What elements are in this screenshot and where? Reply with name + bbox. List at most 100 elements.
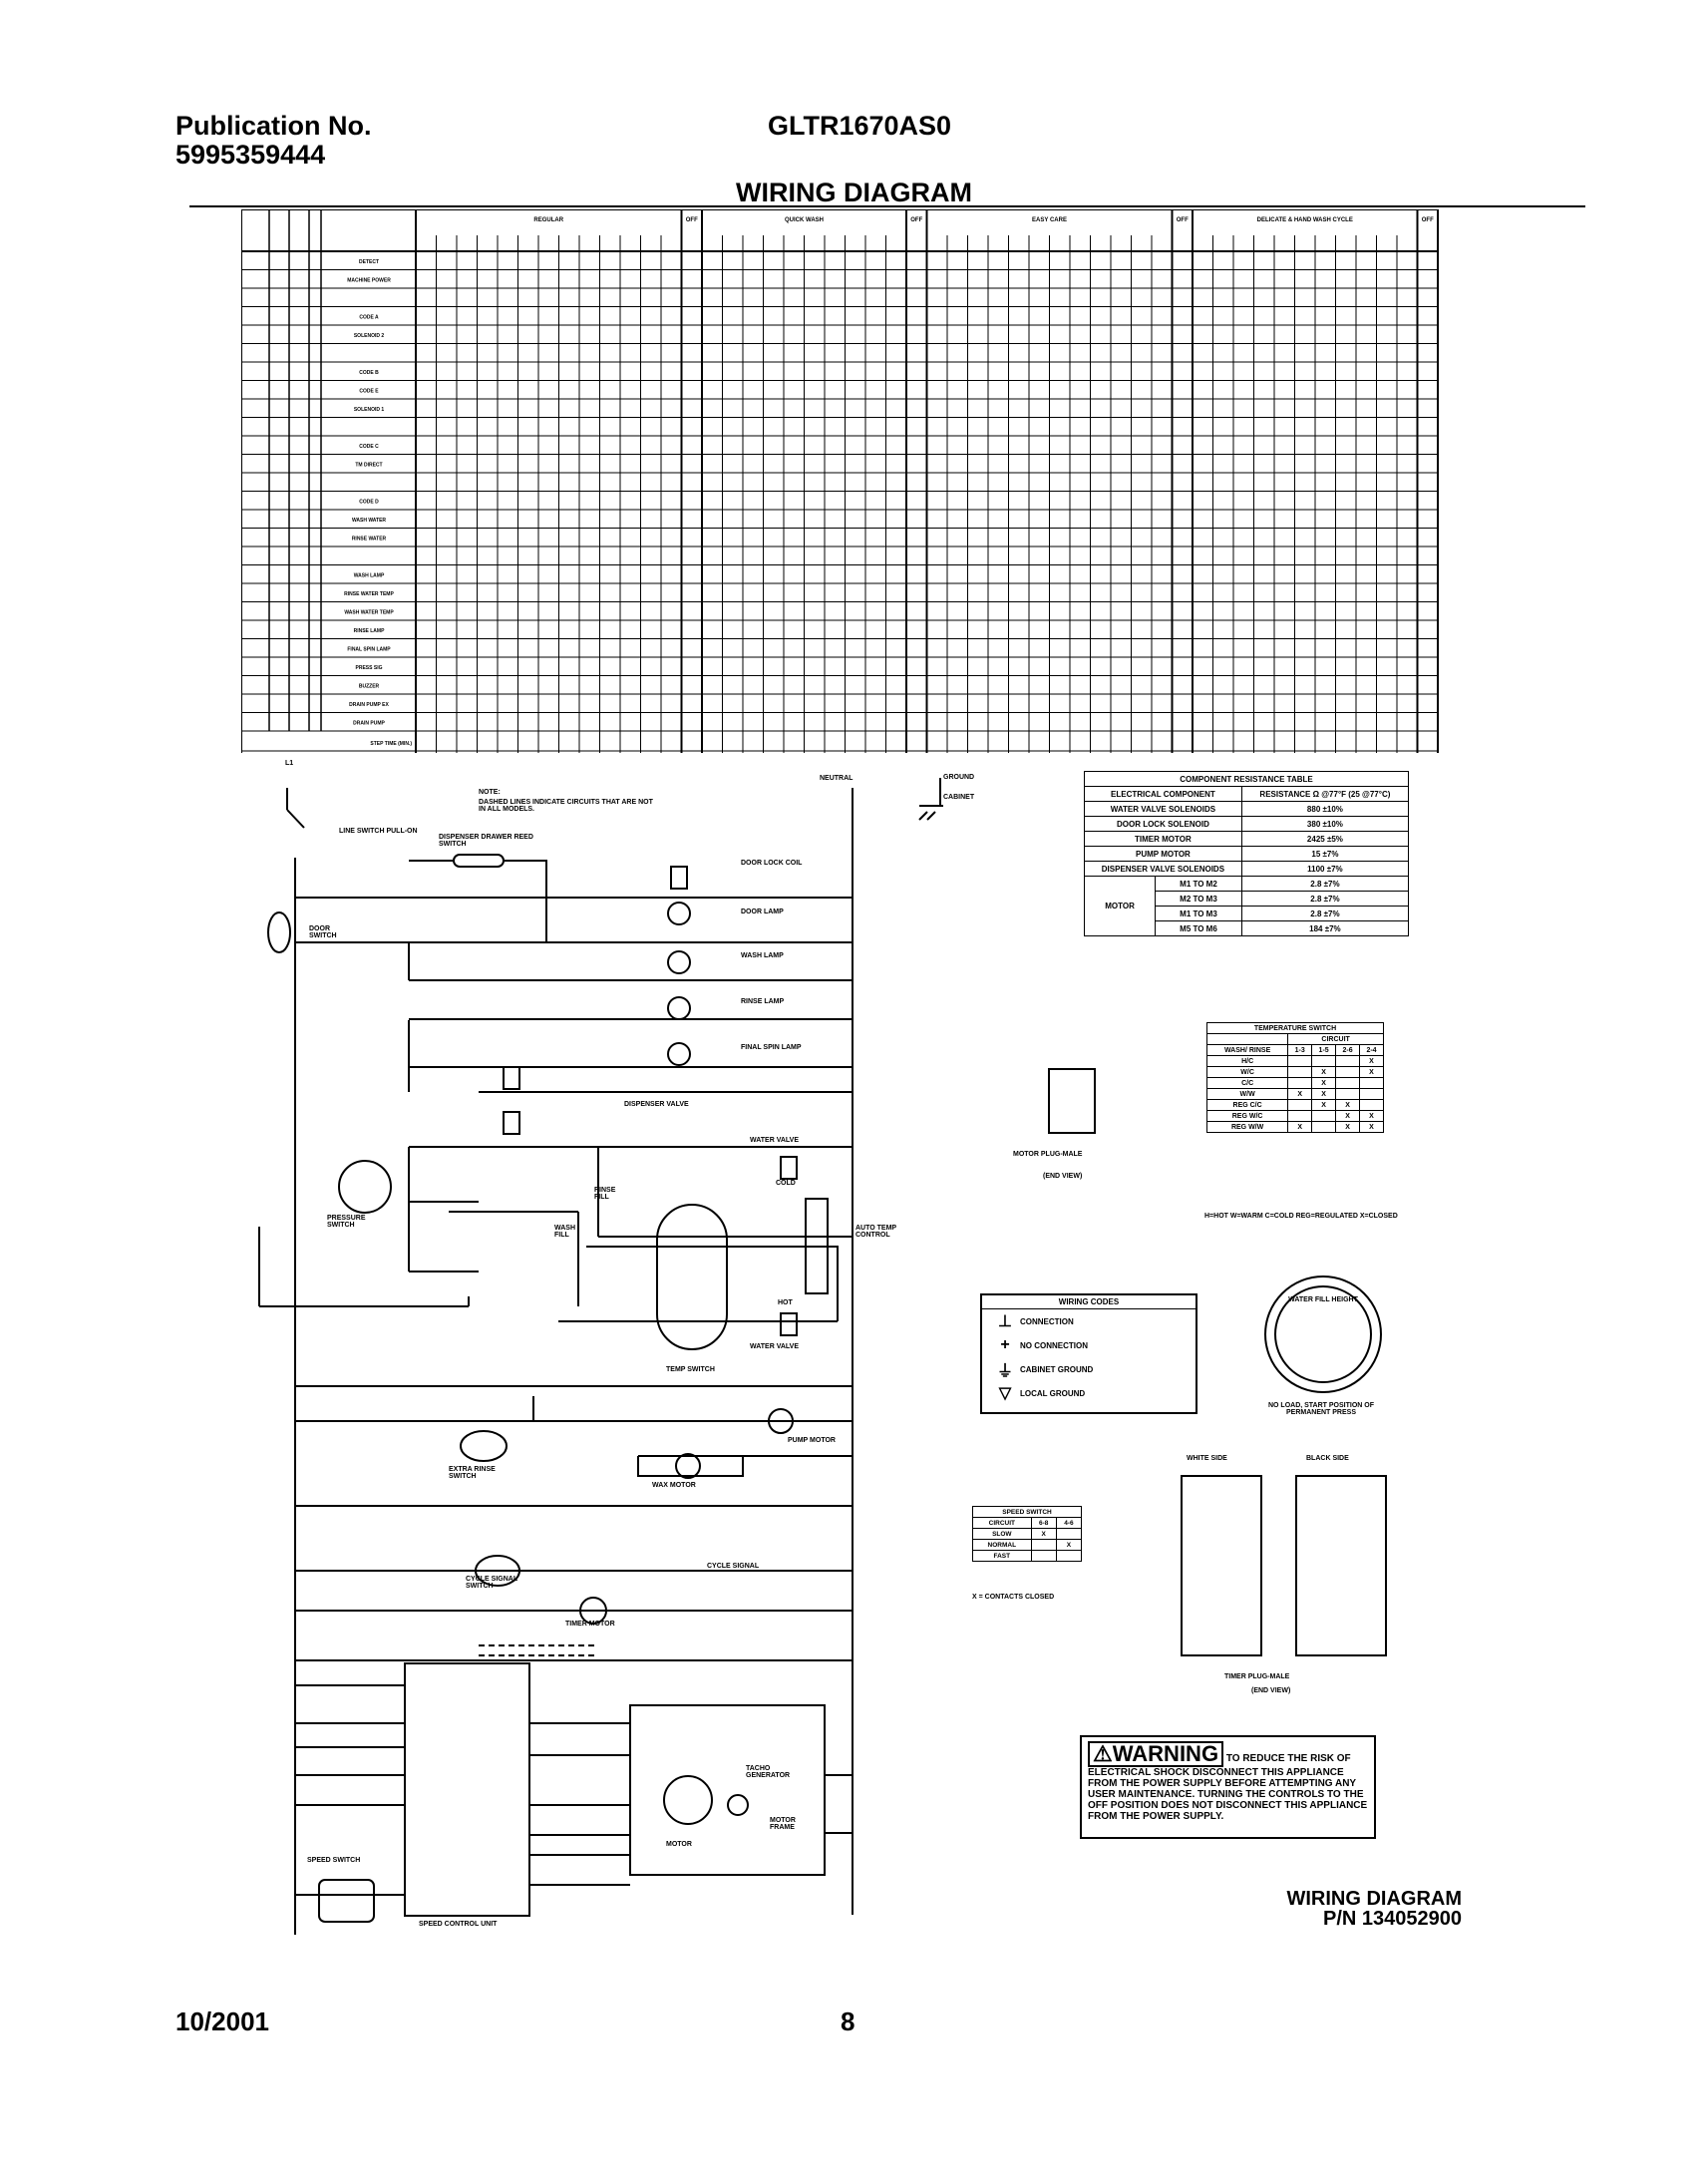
warning-label: ⚠WARNING — [1088, 1741, 1224, 1767]
timer-plug-label: TIMER PLUG-MALE — [1224, 1673, 1290, 1680]
temp-row: H/C X — [1205, 1055, 1384, 1067]
temp-cell — [1335, 1077, 1361, 1089]
footer-page-number: 8 — [841, 2006, 855, 2036]
temp-cell — [1359, 1099, 1384, 1111]
motor-frame-label: MOTOR FRAME — [770, 1817, 796, 1831]
temp-switch-title: TEMPERATURE SWITCH — [1206, 1022, 1384, 1034]
final-spin-lamp-label: FINAL SPIN LAMP — [741, 1044, 802, 1051]
temp-row-label: REG W/C — [1205, 1110, 1289, 1122]
temp-cell: X — [1311, 1077, 1337, 1089]
page-title: WIRING DIAGRAM — [736, 178, 972, 207]
chart-circuit-label: WASH WATER TEMP — [344, 610, 394, 616]
rinse-lamp-label: RINSE LAMP — [741, 998, 785, 1005]
resistance-row-terminals: M1 TO M3 — [1155, 906, 1242, 921]
temp-row-label: H/C — [1205, 1055, 1289, 1067]
speed-col: CIRCUIT — [972, 1517, 1032, 1529]
resistance-row-value: 380 ±10% — [1240, 816, 1410, 832]
cycle-signal-switch-label: CYCLE SIGNAL SWITCH — [466, 1576, 517, 1590]
speed-col: 6-8 — [1030, 1517, 1057, 1529]
resistance-row-component: TIMER MOTOR — [1084, 831, 1242, 847]
wiring-code-row: ⊥CONNECTION — [982, 1309, 1196, 1333]
speed-cell: X — [1055, 1539, 1083, 1551]
resistance-row-component: DOOR LOCK SOLENOID — [1084, 816, 1242, 832]
chart-circuit-label: WASH WATER — [352, 518, 386, 524]
chart-circuit-label: SOLENOID 2 — [354, 333, 385, 339]
neutral-label: NEUTRAL — [820, 775, 854, 782]
temp-row-label: W/C — [1205, 1066, 1289, 1078]
speed-cell — [1055, 1528, 1083, 1540]
resistance-row-terminals: M5 TO M6 — [1155, 920, 1242, 936]
temp-cell — [1335, 1066, 1361, 1078]
temp-col: 1-3 — [1287, 1044, 1313, 1056]
temp-cell: X — [1287, 1121, 1313, 1133]
temp-cell — [1335, 1055, 1361, 1067]
speed-switch-label: SPEED SWITCH — [307, 1857, 361, 1864]
resistance-row-value: 2.8 ±7% — [1240, 876, 1410, 892]
temp-cell — [1335, 1088, 1361, 1100]
no-connection-icon: + — [1000, 1336, 1010, 1353]
chart-circuit-label: RINSE LAMP — [354, 628, 386, 634]
cabinet-label: CABINET — [943, 794, 975, 801]
temp-cell: X — [1287, 1088, 1313, 1100]
wiring-code-row: ▽LOCAL GROUND — [982, 1381, 1196, 1405]
temp-cell — [1311, 1121, 1337, 1133]
note-title: NOTE: — [479, 789, 501, 796]
door-lock-label: DOOR LOCK COIL — [741, 860, 803, 867]
chart-circuit-label: DRAIN PUMP — [353, 721, 385, 727]
temp-row: C/C X — [1205, 1077, 1384, 1089]
temp-cell: X — [1359, 1121, 1384, 1133]
note-text: DASHED LINES INDICATE CIRCUITS THAT ARE … — [479, 799, 653, 813]
chart-circuit-label: CODE D — [359, 500, 379, 506]
chart-circuit-label: BUZZER — [359, 684, 380, 690]
temperature-switch-table: TEMPERATURE SWITCH CIRCUIT WASH/ RINSE 1… — [1205, 1022, 1384, 1133]
temp-cell — [1287, 1099, 1313, 1111]
resistance-row-component: MOTOR — [1083, 876, 1157, 936]
extra-rinse-label: EXTRA RINSE SWITCH — [449, 1466, 496, 1480]
dispenser-valve-label: DISPENSER VALVE — [624, 1101, 689, 1108]
motor-plug-label: MOTOR PLUG-MALE — [1013, 1151, 1083, 1158]
dispenser-reed-label: DISPENSER DRAWER REED SWITCH — [439, 834, 533, 848]
chart-footer-label: STEP TIME (MIN.) — [370, 741, 412, 747]
chart-cycle-header: DELICATE & HAND WASH CYCLE — [1257, 217, 1353, 223]
chart-circuit-label: DETECT — [359, 259, 379, 265]
temp-row-label: C/C — [1205, 1077, 1289, 1089]
motor-label: MOTOR — [666, 1841, 692, 1848]
chart-cycle-header: OFF — [1422, 217, 1434, 223]
local-ground-icon: ▽ — [998, 1385, 1012, 1402]
water-fill-caption: NO LOAD, START POSITION OF PERMANENT PRE… — [1267, 1402, 1375, 1416]
temp-cell: X — [1359, 1055, 1384, 1067]
cycle-signal-label: CYCLE SIGNAL — [707, 1563, 760, 1570]
timer-motor-label: TIMER MOTOR — [565, 1621, 615, 1628]
temp-cell — [1287, 1110, 1313, 1122]
chart-circuit-label: MACHINE POWER — [347, 278, 391, 284]
temp-cell: X — [1335, 1110, 1361, 1122]
wiring-code-row: +NO CONNECTION — [982, 1333, 1196, 1357]
speed-cell: X — [1030, 1528, 1057, 1540]
temp-cell — [1287, 1077, 1313, 1089]
temp-cell: X — [1311, 1088, 1337, 1100]
diagram-part-number: P/N 134052900 — [1322, 1908, 1462, 1930]
resistance-row-value: 15 ±7% — [1240, 846, 1410, 862]
wiring-code-label: CABINET GROUND — [1020, 1364, 1094, 1374]
temp-cell — [1287, 1055, 1313, 1067]
temp-switch-legend: H=HOT W=WARM C=COLD REG=REGULATED X=CLOS… — [1204, 1213, 1398, 1220]
chart-cycle-header: QUICK WASH — [785, 217, 824, 223]
chart-cycle-header: OFF — [1177, 217, 1189, 223]
pressure-switch-label: PRESSURE SWITCH — [327, 1215, 366, 1229]
publication-label: Publication No. — [175, 111, 372, 141]
resistance-row-value: 2425 ±5% — [1240, 831, 1410, 847]
temp-row-label: REG C/C — [1205, 1099, 1289, 1111]
speed-col: 4-6 — [1055, 1517, 1083, 1529]
model-number: GLTR1670AS0 — [768, 111, 952, 141]
temp-cell: X — [1311, 1099, 1337, 1111]
speed-cell — [1030, 1539, 1057, 1551]
temp-col: 2-4 — [1359, 1044, 1384, 1056]
chart-circuit-label: TM DIRECT — [355, 463, 382, 469]
component-resistance-table: COMPONENT RESISTANCE TABLE ELECTRICAL CO… — [1083, 771, 1410, 936]
diagram-footer-label: WIRING DIAGRAM — [1286, 1888, 1462, 1910]
temp-switch-circuit: CIRCUIT — [1287, 1033, 1384, 1045]
resistance-row-value: 880 ±10% — [1240, 801, 1410, 817]
wax-motor-label: WAX MOTOR — [652, 1482, 696, 1489]
